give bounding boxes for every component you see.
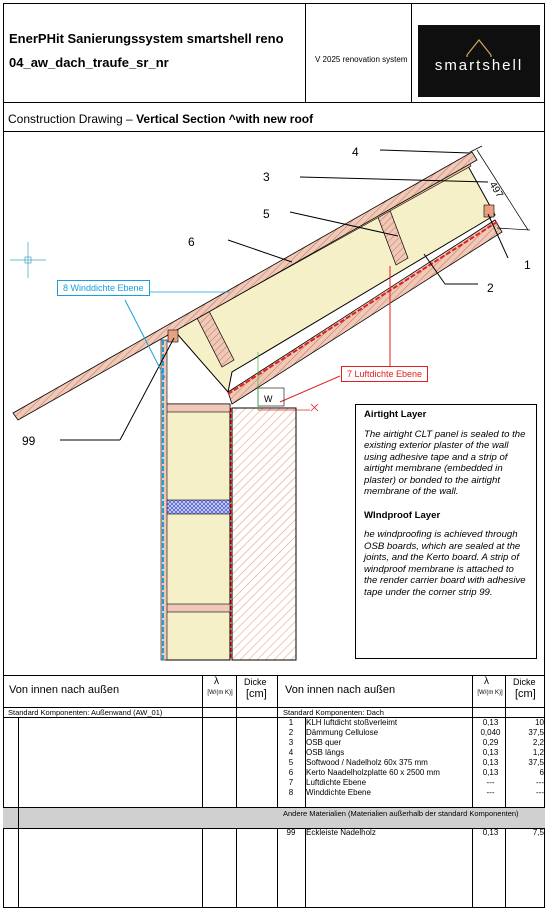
version-label: V 2025 renovation system [315,55,408,64]
components-table [3,675,545,908]
right-col-div-2 [505,675,506,908]
airtight-label: 7 Luftdichte Ebene [341,366,429,382]
project-title: EnerPHit Sanierungssystem smartshell ren… [9,31,284,46]
callout-4: 4 [352,145,359,159]
left-col-div-a [18,717,19,908]
right-gray-band [277,807,545,829]
callout-1: 1 [524,258,531,272]
subtitle-prefix: Construction Drawing – [8,112,137,126]
right-thickness: Dicke [513,677,536,687]
callout-99: 99 [22,434,36,448]
dimension-tick-top [469,145,483,153]
left-thickness: Dicke [244,677,267,687]
dimension-line [476,149,529,231]
leader-1 [487,213,509,259]
left-header-line [3,707,277,708]
left-gray-band [3,807,277,829]
right-group-line [277,717,545,718]
right-header: Von innen nach außen [285,684,396,696]
wall-stud-bottom [165,603,231,613]
airtight-leader [279,375,341,403]
roof-covering [12,151,478,421]
left-thickness-unit: [cm] [246,688,267,700]
subtitle-bold: Vertical Section ^with new roof [136,112,314,126]
brand-logo: smartshell [418,25,540,97]
right-thickness-unit: [cm] [515,688,536,700]
left-col-div-2 [236,675,237,908]
windproof-leader [124,299,166,379]
left-group-line [3,717,277,718]
leader-5 [289,211,399,237]
right-lambda-unit: [W/(m K)] [477,690,503,696]
crosshair-box [24,256,32,264]
drawing-code: 04_aw_dach_traufe_sr_nr [9,55,169,70]
callout-5: 5 [263,207,270,221]
airtight-note-title: Airtight Layer [364,409,427,420]
title-divider-2 [411,3,412,103]
title-divider-1 [305,3,306,103]
render-carrier-board [160,339,168,661]
existing-wall [231,407,297,661]
leader-99b [119,337,175,441]
windproof-note-title: WIndproof Layer [364,509,441,521]
corner-strip-99 [167,329,179,343]
x-marker-icon [310,403,319,412]
clt-panel [227,219,503,405]
leader-6 [227,239,293,263]
right-col-div-1 [472,675,473,908]
wall-stud-mid [165,499,231,515]
left-lambda-unit: [W/(m K)] [207,690,233,696]
leader-4 [379,149,471,154]
right-header-line [277,707,545,708]
w-marker-label: W [264,394,273,404]
table-center-divider [277,675,278,908]
dimension-tick-bottom [496,227,531,231]
airtight-roof-line [227,221,498,395]
callout-6: 6 [188,235,195,249]
airtight-note-text: The airtight CLT panel is sealed to the … [364,428,526,498]
windproof-note-text: he windproofing is achieved through OSB … [364,529,526,598]
right-group: Standard Komponenten: Dach [283,708,384,717]
left-lambda: λ [214,676,219,687]
callout-3: 3 [263,170,270,184]
leader-3 [299,176,489,183]
right-lambda: λ [484,676,489,687]
leader-2 [423,253,446,285]
windproof-label: 8 Winddichte Ebene [57,280,150,296]
wall-stud-top [165,403,231,413]
house-icon [466,39,492,57]
left-group: Standard Komponenten: Außenwand (AW_01) [8,708,163,717]
left-header: Von innen nach außen [9,684,120,696]
logo-text: smartshell [434,57,524,74]
left-col-div-1 [202,675,203,908]
notes-box: Airtight Layer The airtight CLT panel is… [355,404,537,659]
wall-insulation-panel [165,403,231,661]
other-group: Andere Materialien (Materialien außerhal… [283,809,519,818]
callout-2: 2 [487,281,494,295]
drawing-subtitle: Construction Drawing – Vertical Section … [8,112,313,126]
